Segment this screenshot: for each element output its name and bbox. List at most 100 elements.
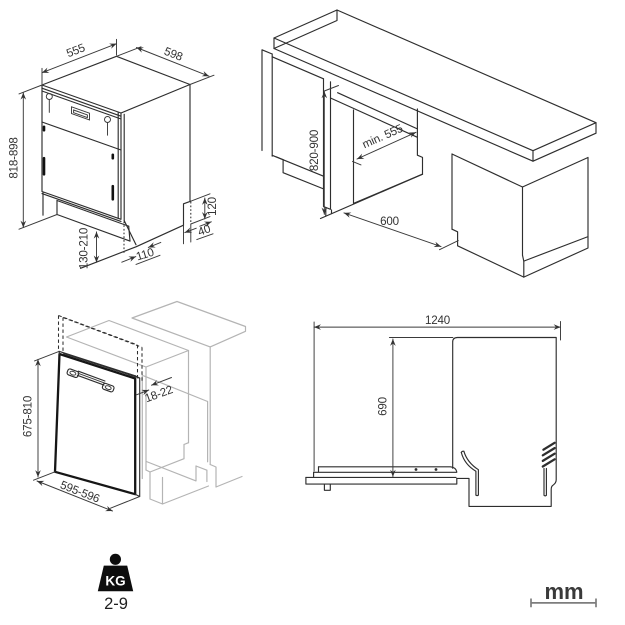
drawing-line [128, 225, 131, 242]
drawing-line [416, 108, 424, 175]
drawing-line [41, 90, 122, 120]
drawing-dot [434, 468, 438, 471]
hinge-lever [460, 450, 479, 497]
dim-label-kick-depth: 110 [135, 246, 156, 264]
drawing-line [305, 471, 457, 478]
drawing-line [134, 375, 141, 498]
dim-kick-depth: 110 [121, 241, 162, 265]
dimension-line [36, 480, 113, 512]
drawing-line [183, 223, 192, 245]
handle-recess [71, 106, 90, 121]
drawing-line [460, 450, 479, 497]
handle-foot-cap [104, 385, 112, 390]
dim-label-niche-depth: min. 555 [360, 122, 404, 151]
drawing-line [149, 471, 210, 505]
drawing-line [460, 451, 477, 496]
panel-door-mounting: 675-810 595-596 18-22 [22, 300, 247, 512]
door-panel [53, 350, 141, 498]
hidden-edge-dashed-line [58, 315, 143, 348]
drawing-line [329, 97, 418, 138]
dimension-line [343, 212, 442, 248]
drawing-line [451, 153, 524, 256]
drawing-line [523, 236, 589, 278]
drawing-line [71, 106, 90, 121]
adjust-screw-icon [45, 93, 111, 136]
handle-foot-cap [69, 370, 77, 376]
drawing-line [317, 466, 458, 473]
door-spring-detail [541, 441, 556, 497]
weight-icon-group: KG 2-9 [97, 553, 134, 613]
unit-label: mm [544, 579, 583, 604]
drawing-line [452, 336, 557, 507]
dimension-line [199, 221, 212, 227]
drawing-line [541, 441, 556, 468]
dimension-line [147, 241, 162, 248]
dim-panel-width: 595-596 [36, 478, 141, 512]
panel-counter-niche: 820-900 min. 555 600 [261, 9, 597, 278]
dim-height: 818-898 [8, 84, 58, 230]
drawing-dot [109, 553, 121, 565]
dimension-line [135, 254, 161, 265]
door-handle [66, 368, 115, 393]
scale-bar [530, 598, 597, 608]
drawing-line [463, 450, 479, 496]
door-foot [323, 483, 331, 491]
dimension-line [439, 240, 459, 251]
drawing-line [271, 56, 325, 80]
open-door [305, 466, 458, 491]
drawing-line [261, 49, 273, 157]
drawing-line [145, 460, 208, 483]
drawing-line [79, 224, 185, 269]
dim-depth-door-open: 1240 [313, 314, 561, 472]
unit-legend: mm [530, 579, 597, 608]
drawing-line [76, 370, 106, 386]
dimension-line [323, 85, 339, 92]
drawing-line [41, 84, 122, 220]
drawing-line [123, 220, 137, 246]
drawing-line [273, 9, 338, 50]
dim-label-panel-thickness: 18-22 [143, 383, 174, 405]
drawing-line [41, 121, 122, 151]
drawing-line [543, 467, 547, 497]
drawing-line [145, 442, 190, 473]
drawing-dot [104, 116, 111, 123]
dimension-line [41, 43, 117, 74]
handle-foot [66, 368, 80, 379]
drawing-line [77, 372, 105, 384]
dimension-line [184, 227, 197, 234]
dim-label-rear-recess-height: 120 [206, 197, 219, 216]
dim-label-niche-width: 600 [380, 215, 399, 228]
dim-niche-height: 820-900 [308, 85, 339, 215]
panel-outline [53, 352, 137, 496]
drawing-line [337, 92, 418, 130]
panel-max-height-dashed [57, 315, 143, 383]
panel-dishwasher-iso: 555 598 818-898 130-210 110 [8, 38, 219, 269]
drawing-line [182, 200, 192, 226]
dimension-line [121, 256, 137, 263]
dim-width-top: 598 [116, 45, 215, 85]
dimension-line [151, 377, 172, 386]
drawing-line [273, 47, 534, 162]
drawing-line [145, 349, 190, 471]
dim-label-depth-top: 555 [65, 41, 87, 60]
drawing-line [319, 173, 424, 220]
drawing-line [521, 156, 589, 262]
drawing-line [532, 122, 597, 162]
dimension-line [352, 160, 362, 166]
dim-label-door-length: 690 [376, 397, 389, 416]
drawing-line [56, 199, 130, 227]
dimension-line [313, 321, 561, 472]
drawing-line [275, 156, 325, 190]
dim-depth-top: 555 [41, 38, 117, 85]
kg-weight-icon: KG [97, 553, 134, 592]
drawing-line [41, 193, 122, 222]
dim-door-length: 690 [376, 337, 454, 478]
drawing-dot [45, 93, 53, 100]
dim-label-width-top: 598 [162, 45, 184, 64]
kg-label: KG [105, 574, 125, 589]
mounting-bracket-marks [42, 125, 115, 201]
drawing-line [143, 375, 209, 463]
dimension-line [136, 389, 150, 396]
